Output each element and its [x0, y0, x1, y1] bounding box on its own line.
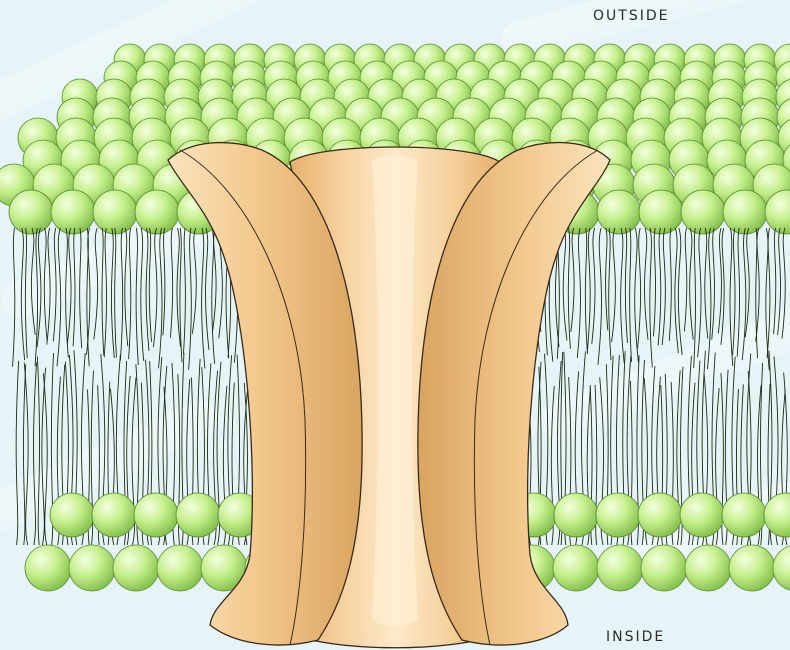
lipid-tail [189, 228, 192, 370]
lipid-tail [612, 228, 616, 342]
lipid-head [681, 190, 725, 234]
lipid-tail [625, 228, 627, 343]
lipid-head [9, 190, 53, 234]
lipid-tail [645, 228, 649, 340]
lipid-head [641, 545, 687, 591]
lipid-tail [675, 228, 679, 353]
lipid-tail [37, 357, 39, 545]
lipid-tail [650, 228, 652, 368]
pore-highlight [372, 156, 418, 626]
lipid-tail [684, 228, 686, 331]
lipid-head [93, 190, 137, 234]
lipid-tail [662, 228, 665, 345]
lipid-tail [206, 228, 209, 350]
lipid-tail [563, 228, 567, 340]
lipid-head [597, 545, 643, 591]
lipid-tail [568, 228, 570, 349]
lipid-head [722, 493, 766, 537]
lipid-tail [212, 228, 216, 333]
lipid-head [113, 545, 159, 591]
lipid-tail [609, 228, 611, 360]
lipid-head [773, 545, 790, 591]
background-streak [560, 330, 790, 420]
lipid-tail [638, 228, 641, 348]
lipid-head [176, 493, 220, 537]
lipid-head [638, 493, 682, 537]
outside-label: OUTSIDE [593, 9, 669, 23]
lipid-tail [598, 228, 602, 365]
lipid-head [729, 545, 775, 591]
lipid-tail [718, 228, 721, 333]
lipid-head [51, 190, 95, 234]
lipid-tail [577, 228, 580, 358]
lipid-head [135, 190, 179, 234]
lipid-head [553, 545, 599, 591]
lipid-tail [678, 228, 682, 355]
lipid-tail [571, 228, 574, 332]
lipid-tail [630, 228, 632, 362]
lipid-head [50, 493, 94, 537]
lipid-head [92, 493, 136, 537]
lipid-tail [202, 228, 205, 368]
lipid-head [25, 545, 71, 591]
lipid-tail [653, 228, 655, 336]
lipid-head [639, 190, 683, 234]
lipid-head [680, 493, 724, 537]
lipid-tail [621, 228, 625, 363]
lipid-head [723, 190, 767, 234]
lipid-tail [585, 228, 587, 354]
lipid-head [134, 493, 178, 537]
lipid-tail [705, 228, 708, 339]
lipid-head [157, 545, 203, 591]
lipid-tail [698, 228, 701, 357]
lipid-tail [712, 228, 715, 340]
lipid-tail [669, 228, 671, 341]
lipid-head [597, 190, 641, 234]
lipid-head [69, 545, 115, 591]
lipid-tail [606, 228, 608, 330]
lipid-head [554, 493, 598, 537]
lipid-tail [658, 228, 661, 346]
lipid-head [596, 493, 640, 537]
lipid-tail [690, 228, 694, 340]
lipid-tail [33, 362, 36, 545]
lipid-tail [587, 228, 590, 352]
lipid-tail [592, 228, 595, 344]
lipid-head [685, 545, 731, 591]
inside-label: INSIDE [606, 630, 665, 644]
